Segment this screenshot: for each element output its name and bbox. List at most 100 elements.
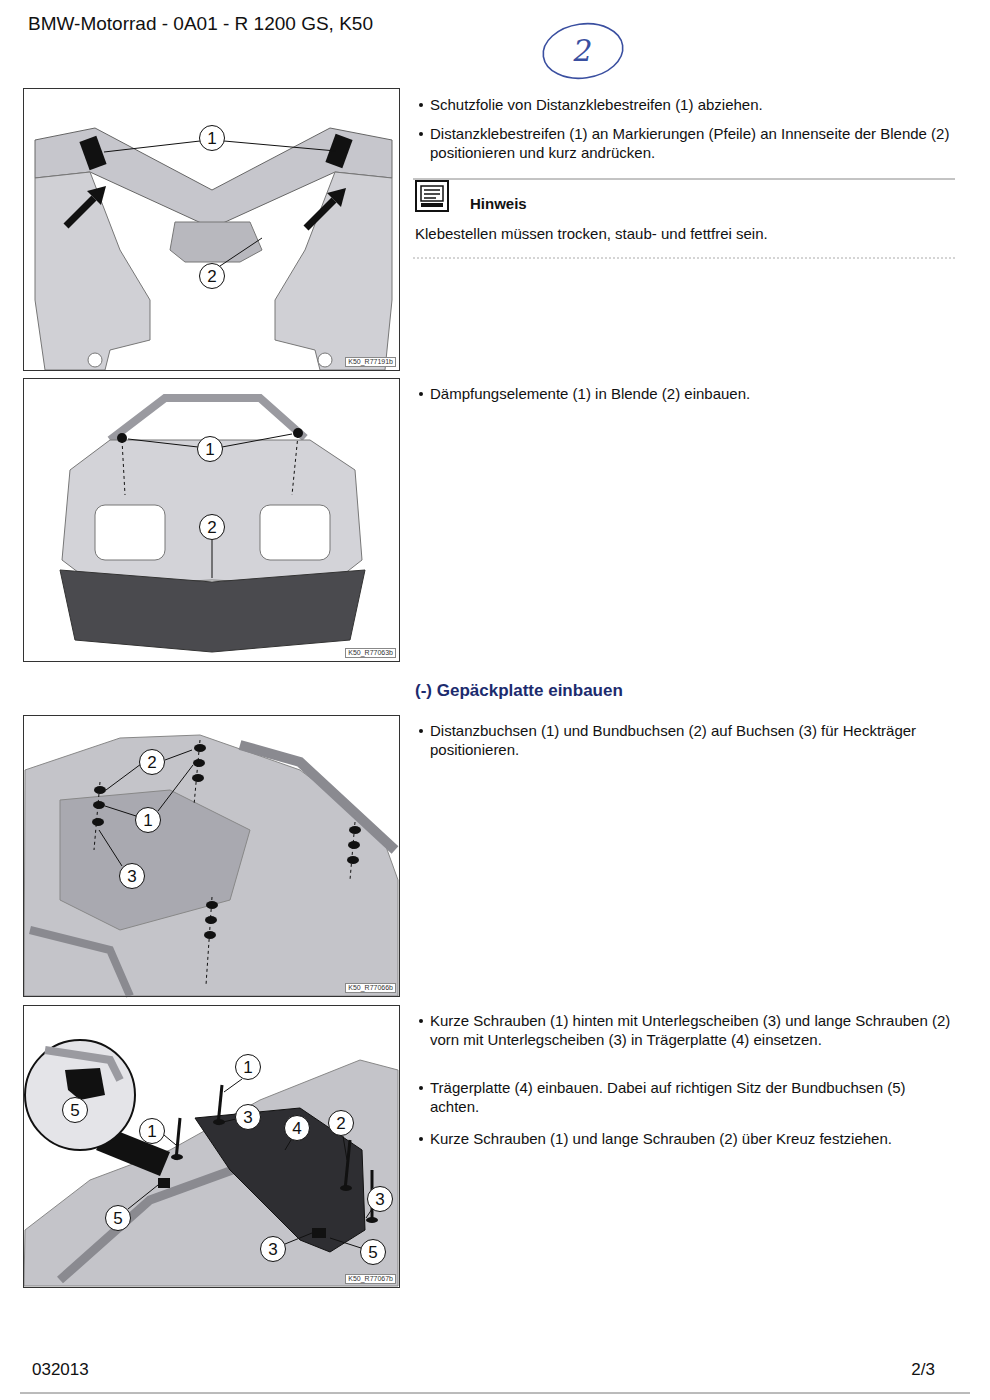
page-header: BMW-Motorrad - 0A01 - R 1200 GS, K50 bbox=[28, 14, 373, 33]
callout-number: 5 bbox=[62, 1097, 88, 1123]
figure-blende-inside bbox=[325, 134, 352, 168]
note-icon bbox=[424, 189, 440, 191]
note-icon bbox=[416, 181, 448, 211]
figure-blende-top bbox=[293, 428, 303, 438]
figure-rear-bushings bbox=[193, 759, 205, 767]
figure-rear-bushings bbox=[349, 826, 361, 834]
leader-line bbox=[104, 141, 200, 152]
callout-text: 4 bbox=[292, 1120, 301, 1137]
instruction-text: Kurze Schrauben (1) und lange Schrauben … bbox=[430, 1129, 955, 1148]
callout-number: 5 bbox=[360, 1239, 386, 1265]
callout-text: 3 bbox=[127, 868, 136, 885]
callout-number: 3 bbox=[119, 863, 145, 889]
page-number: 2/3 bbox=[911, 1360, 935, 1379]
figure-code: K50_R77067b bbox=[345, 1274, 396, 1284]
instruction-text: Trägerplatte (4) einbauen. Dabei auf ric… bbox=[430, 1078, 955, 1116]
page-rules bbox=[413, 179, 955, 180]
figure-frame: K50_R77191b12 bbox=[23, 88, 400, 371]
leader-line bbox=[285, 1233, 312, 1244]
figure-rear-bushings bbox=[92, 818, 104, 826]
callout-text: 2 bbox=[207, 268, 216, 285]
callout-number: 5 bbox=[105, 1205, 131, 1231]
callout-number: 2 bbox=[328, 1110, 354, 1136]
callout-text: 5 bbox=[113, 1210, 122, 1227]
instruction-text: Distanzklebestreifen (1) an Markierungen… bbox=[430, 124, 955, 162]
callout-number: 1 bbox=[235, 1054, 261, 1080]
bullet-dot bbox=[419, 392, 423, 396]
callout-number: 3 bbox=[235, 1104, 261, 1130]
figure-carrier-plate bbox=[65, 1068, 105, 1100]
figure-rear-bushings bbox=[30, 930, 130, 996]
note-icon bbox=[421, 186, 443, 201]
note-heading: Hinweis bbox=[470, 194, 527, 213]
figure-rear-bushings bbox=[194, 744, 206, 752]
callout-text: 2 bbox=[207, 519, 216, 536]
callout-number: 2 bbox=[199, 514, 225, 540]
leader-line bbox=[80, 1085, 85, 1098]
page-rules bbox=[20, 179, 970, 1393]
callout-number: 4 bbox=[284, 1115, 310, 1141]
page-rules bbox=[20, 1393, 970, 1394]
figure-blende-top bbox=[122, 440, 125, 495]
figure-blende-inside bbox=[88, 353, 102, 367]
callout-number: 1 bbox=[139, 1118, 165, 1144]
note-icon bbox=[424, 193, 440, 195]
bullet-dot bbox=[419, 103, 423, 107]
callout-text: 3 bbox=[268, 1241, 277, 1258]
figure-rear-bushings bbox=[206, 897, 212, 985]
pen-ellipse bbox=[540, 20, 626, 82]
figure-blende-top bbox=[117, 433, 127, 443]
figure-carrier-plate bbox=[171, 1154, 183, 1160]
callout-text: 3 bbox=[375, 1191, 384, 1208]
figure-rear-bushings bbox=[204, 931, 216, 939]
leader-line bbox=[164, 1135, 176, 1145]
leader-line bbox=[285, 1140, 291, 1150]
instruction-text: Kurze Schrauben (1) hinten mit Unterlegs… bbox=[430, 1011, 955, 1049]
figure-carrier-plate bbox=[345, 1140, 350, 1190]
document-number: 032013 bbox=[32, 1360, 89, 1379]
figure-carrier-plate bbox=[24, 1040, 398, 1286]
callout-number: 1 bbox=[199, 125, 225, 151]
callout-text: 1 bbox=[143, 812, 152, 829]
figure-blende-inside bbox=[87, 186, 106, 205]
figure-rear-bushings bbox=[206, 901, 218, 909]
bullet-dot bbox=[419, 1086, 423, 1090]
leader-line bbox=[128, 439, 198, 447]
page-rules bbox=[413, 258, 955, 259]
figure-rear-bushings bbox=[24, 735, 398, 996]
leader-line bbox=[105, 806, 136, 816]
figure-code: K50_R77066b bbox=[345, 983, 396, 993]
leader-line bbox=[158, 765, 193, 811]
bullet-dot bbox=[419, 729, 423, 733]
leader-line bbox=[330, 1238, 361, 1248]
leader-line bbox=[106, 764, 141, 790]
handwritten-mark: 2 bbox=[540, 20, 626, 82]
leader-line bbox=[222, 434, 292, 447]
figure-carrier-plate bbox=[366, 1217, 378, 1223]
callout-number: 1 bbox=[197, 436, 223, 462]
figure-frame: K50_R77067b 1 3 4 2 1 5 3 3 5 5 bbox=[23, 1005, 400, 1288]
callout-text: 1 bbox=[207, 130, 216, 147]
callout-number: 2 bbox=[139, 749, 165, 775]
note-text: Klebestellen müssen trocken, staub- und … bbox=[415, 224, 955, 243]
bullet-dot bbox=[419, 1019, 423, 1023]
callout-text: 1 bbox=[147, 1123, 156, 1140]
figure-frame: K50_R77066b 2 1 3 bbox=[23, 715, 400, 997]
figure-blende-inside bbox=[327, 188, 346, 207]
leader-line bbox=[99, 830, 122, 866]
figure-blende-inside bbox=[275, 172, 392, 370]
figure-blende-inside bbox=[79, 136, 106, 170]
section-heading: (-) Gepäckplatte einbauen bbox=[415, 681, 623, 700]
leader-line bbox=[128, 1185, 158, 1209]
figure-blende-top bbox=[60, 570, 365, 652]
bullet-dot bbox=[419, 132, 423, 136]
figure-carrier-plate bbox=[176, 1118, 180, 1160]
instruction-text: Dämpfungselemente (1) in Blende (2) einb… bbox=[430, 384, 955, 403]
figure-blende-top bbox=[292, 435, 298, 495]
bullet-dot bbox=[419, 1137, 423, 1141]
figure-blende-inside bbox=[170, 222, 262, 262]
note-icon bbox=[421, 203, 443, 207]
figure-blende-top bbox=[260, 505, 330, 560]
figure-blende-inside bbox=[35, 172, 150, 370]
